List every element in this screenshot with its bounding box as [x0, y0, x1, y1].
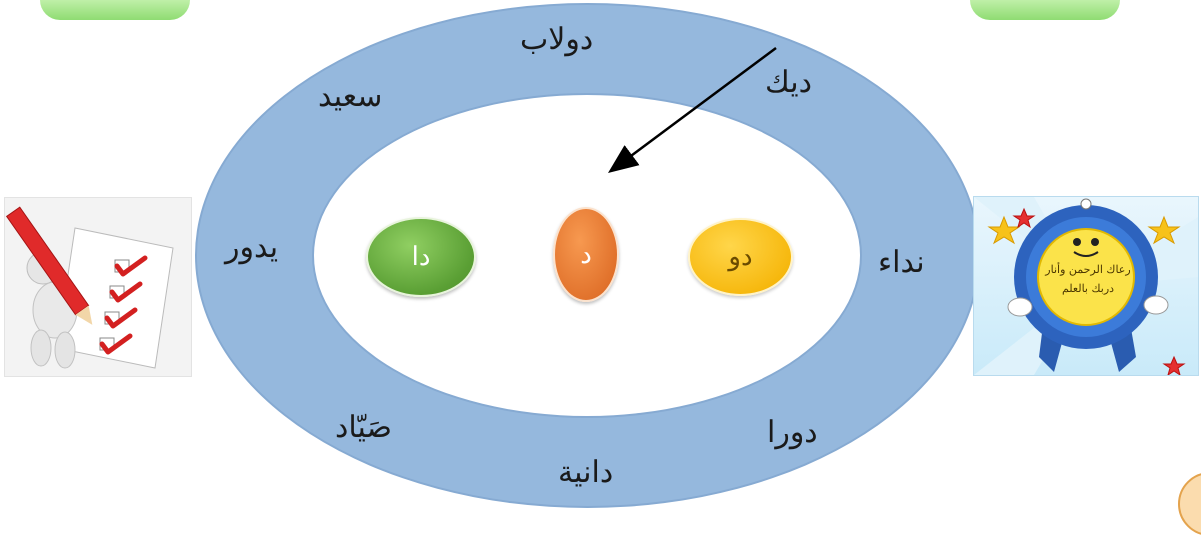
syllable-da-label: دا [411, 242, 431, 272]
badge-text-line1: رعاك الرحمن وأنار [1045, 263, 1131, 276]
ring-word-top-right: ديك [765, 65, 812, 100]
checklist-figure-icon [4, 197, 192, 377]
corner-bar-left [40, 0, 190, 20]
ring-word-top: دولاب [520, 22, 594, 57]
ring-word-bottom: دانية [558, 455, 614, 490]
corner-bar-right [970, 0, 1120, 20]
syllable-da[interactable]: دا [366, 217, 476, 297]
ring-word-left: يدور [225, 230, 279, 265]
syllable-du[interactable]: دو [688, 218, 793, 296]
ring-word-top-left: سعيد [318, 79, 383, 114]
syllable-d[interactable]: د [553, 207, 619, 302]
syllable-du-label: دو [728, 242, 753, 272]
decorative-circle-icon [1178, 472, 1201, 536]
ring-word-bottom-left: صَيّاد [335, 410, 393, 445]
ring-word-right: نداء [878, 245, 925, 280]
reward-ribbon-icon [973, 196, 1199, 377]
ring-word-bottom-right: دورا [767, 415, 818, 450]
badge-text-line2: دربك بالعلم [1061, 282, 1115, 295]
syllable-d-label: د [580, 239, 592, 270]
